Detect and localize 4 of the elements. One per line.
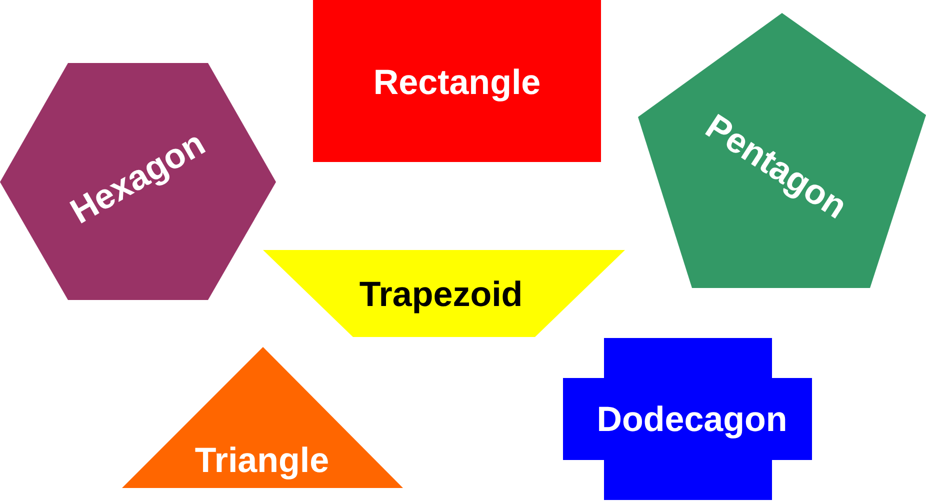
shape-label: Dodecagon <box>596 400 788 440</box>
shape-label: Triangle <box>194 441 330 481</box>
shape-label: Trapezoid <box>359 275 523 315</box>
shape-label: Rectangle <box>373 63 541 103</box>
